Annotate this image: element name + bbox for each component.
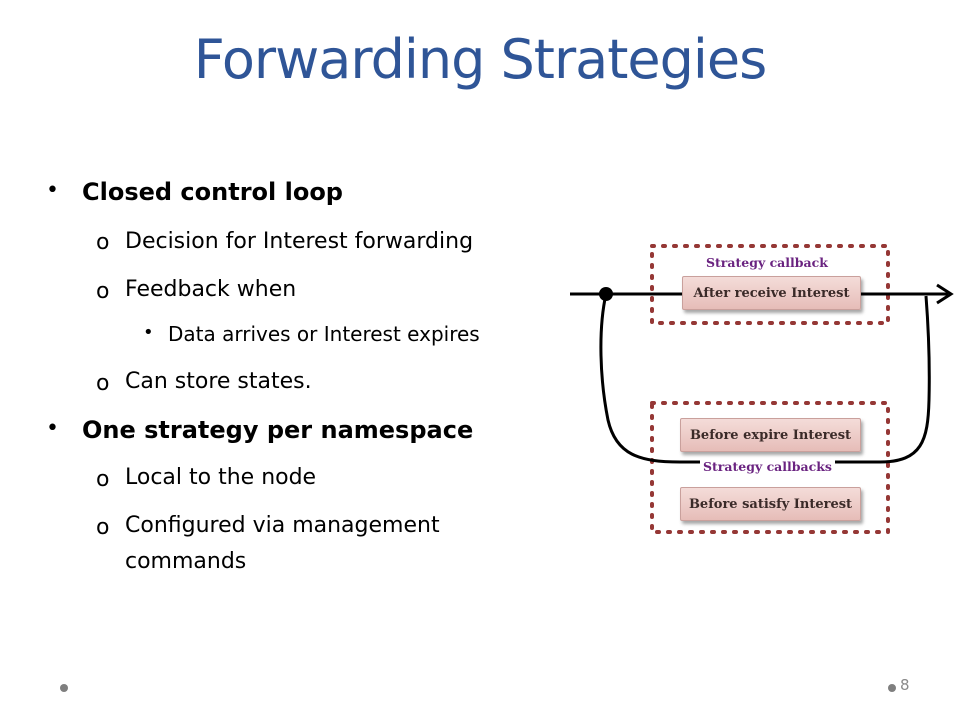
bullet-local: Local to the node [125,465,317,490]
arrow-head-icon [936,283,954,305]
bullet-configured-cont: commands [125,549,247,574]
bullet-store-states: Can store states. [125,369,312,394]
bullet-configured: Configured via management [125,513,440,538]
sub-bullet-marker: o [96,515,110,540]
sub-bullet-marker: o [96,279,110,304]
bullet-marker: • [46,416,59,441]
bottom-group-label: Strategy callbacks [700,459,835,474]
bullet-data-arrives: Data arrives or Interest expires [168,322,480,346]
top-callback-group [650,244,890,325]
sub-bullet-marker: o [96,467,110,492]
bottom-callback-group [650,401,890,534]
corner-dot-right [888,684,896,692]
bullet-decision: Decision for Interest forwarding [125,229,474,254]
corner-dot-left [60,684,68,692]
feedback-loop [599,293,931,464]
bullet-one-strategy: One strategy per namespace [82,416,474,444]
bullet-marker: • [46,178,59,203]
page-number: 8 [900,676,910,694]
slide-title: Forwarding Strategies [193,28,768,91]
sub-bullet-marker: o [96,230,110,255]
before-expire-interest-box: Before expire Interest [680,418,861,452]
bullet-feedback: Feedback when [125,277,297,302]
before-satisfy-interest-box: Before satisfy Interest [680,487,861,521]
bullet-closed-control-loop: Closed control loop [82,178,343,206]
sub-bullet-marker: o [96,371,110,396]
after-receive-interest-box: After receive Interest [682,276,861,310]
top-group-label: Strategy callback [703,255,831,270]
sub-sub-bullet-marker: • [143,322,154,343]
bullet-list: • Closed control loop o Decision for Int… [46,178,480,574]
